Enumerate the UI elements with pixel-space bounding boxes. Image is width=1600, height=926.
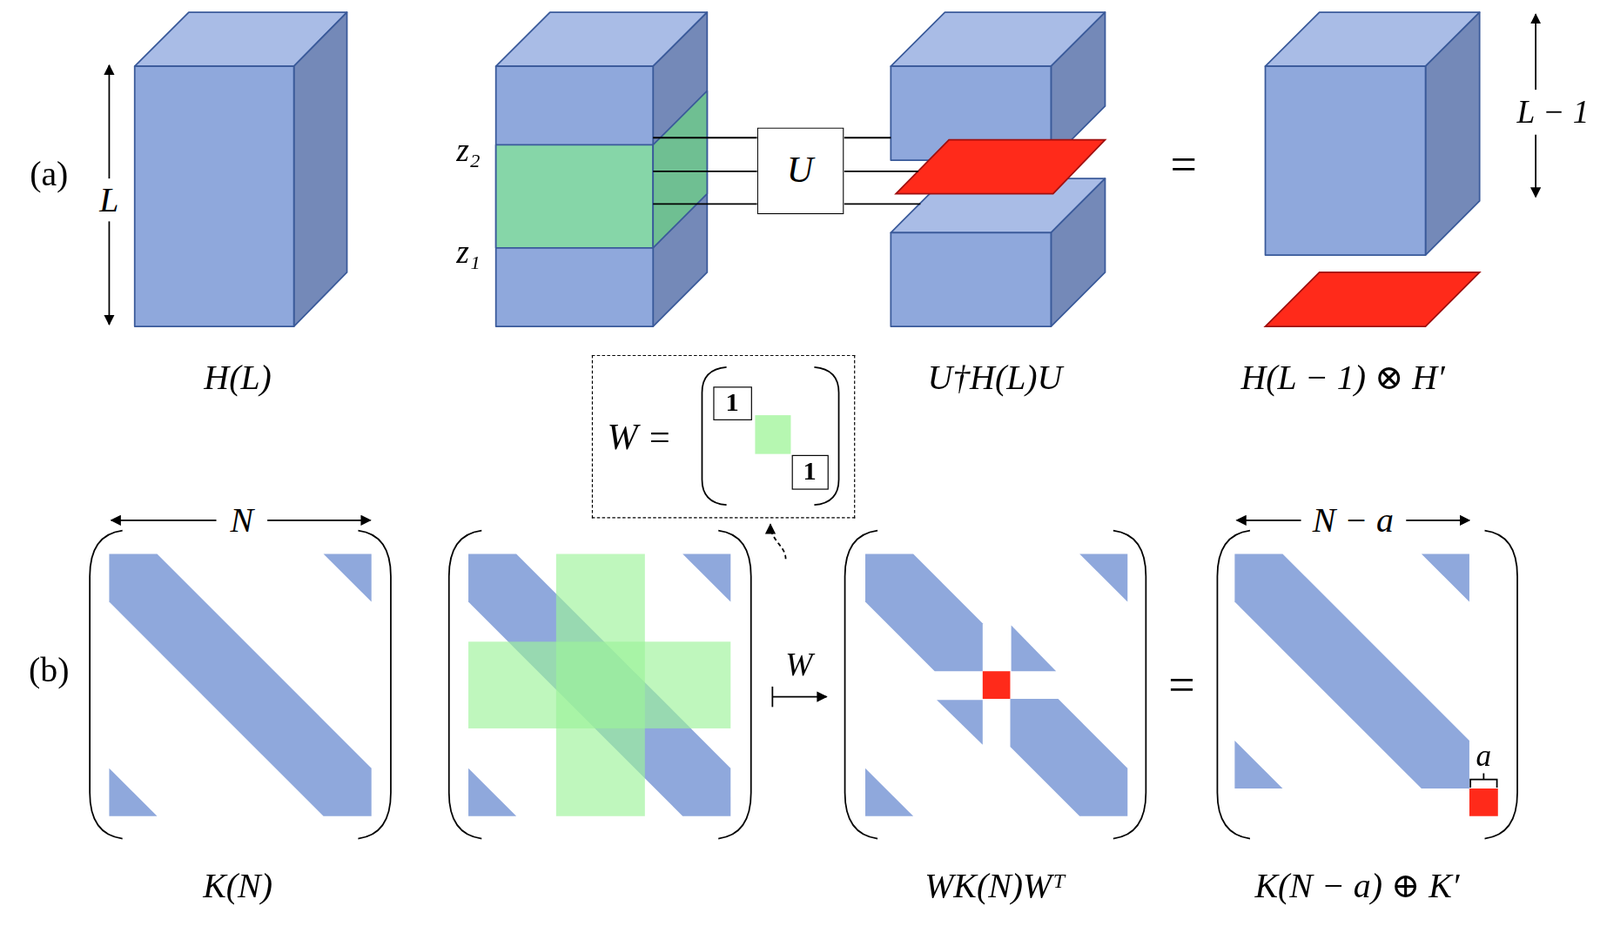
matrices bbox=[89, 531, 1518, 840]
matrix-block bbox=[1009, 699, 1128, 817]
matrix-block bbox=[468, 554, 731, 817]
math-label: z₁ bbox=[456, 234, 481, 270]
identity-block: 1 bbox=[792, 455, 829, 491]
math-label: = bbox=[1168, 659, 1195, 712]
math-label: K(N − a) ⊕ K′ bbox=[1254, 867, 1459, 906]
matrix-block bbox=[108, 768, 157, 817]
node-text: U bbox=[786, 149, 814, 190]
panel-label: (a) bbox=[29, 154, 68, 193]
node-text: 1 bbox=[803, 457, 817, 487]
math-label: W bbox=[785, 647, 813, 684]
identity-block: 1 bbox=[712, 386, 753, 421]
cuboids bbox=[134, 12, 1480, 327]
math-label: WK(N)Wᵀ bbox=[924, 867, 1066, 906]
math-label: K(N) bbox=[202, 867, 273, 906]
unitary-box: U bbox=[757, 127, 845, 216]
node-text: W = bbox=[606, 416, 672, 458]
matrix-parens bbox=[845, 531, 1147, 840]
matrix-parens bbox=[449, 531, 752, 840]
matrix-block bbox=[468, 768, 517, 817]
matrix-block bbox=[936, 699, 983, 746]
matrix-block bbox=[865, 768, 914, 817]
node-text: 1 bbox=[725, 388, 739, 418]
math-label: L bbox=[96, 181, 122, 220]
math-label: = bbox=[1170, 139, 1197, 191]
dashed-inset-box: W = 1 1 bbox=[591, 355, 855, 519]
math-label: H(L) bbox=[203, 358, 271, 397]
matrix-block bbox=[865, 554, 983, 673]
math-label: H(L − 1) ⊗ H′ bbox=[1240, 358, 1445, 397]
matrix-parens bbox=[89, 531, 391, 840]
matrix-parens bbox=[1216, 531, 1518, 840]
matrix-brackets bbox=[701, 367, 839, 505]
matrix-block bbox=[108, 554, 371, 817]
math-label: U†H(L)U bbox=[927, 358, 1063, 397]
panel-label: (b) bbox=[28, 651, 69, 690]
matrix-block bbox=[1011, 625, 1057, 673]
matrix-block bbox=[1234, 554, 1470, 790]
matrix-block bbox=[323, 554, 372, 603]
math-label: N bbox=[227, 501, 257, 540]
math-label: N − a bbox=[1309, 501, 1397, 540]
red-slabs bbox=[895, 140, 1479, 328]
math-label: z₂ bbox=[456, 132, 481, 169]
matrix-block bbox=[1234, 740, 1283, 789]
matrix-block bbox=[982, 671, 1011, 700]
math-label: a bbox=[1476, 738, 1493, 773]
matrix-block bbox=[1079, 554, 1128, 603]
matrix-block bbox=[1421, 554, 1470, 603]
matrix-block bbox=[1469, 788, 1499, 817]
matrix-block bbox=[682, 554, 731, 603]
math-label: L − 1 bbox=[1513, 94, 1593, 130]
green-band bbox=[468, 641, 731, 729]
